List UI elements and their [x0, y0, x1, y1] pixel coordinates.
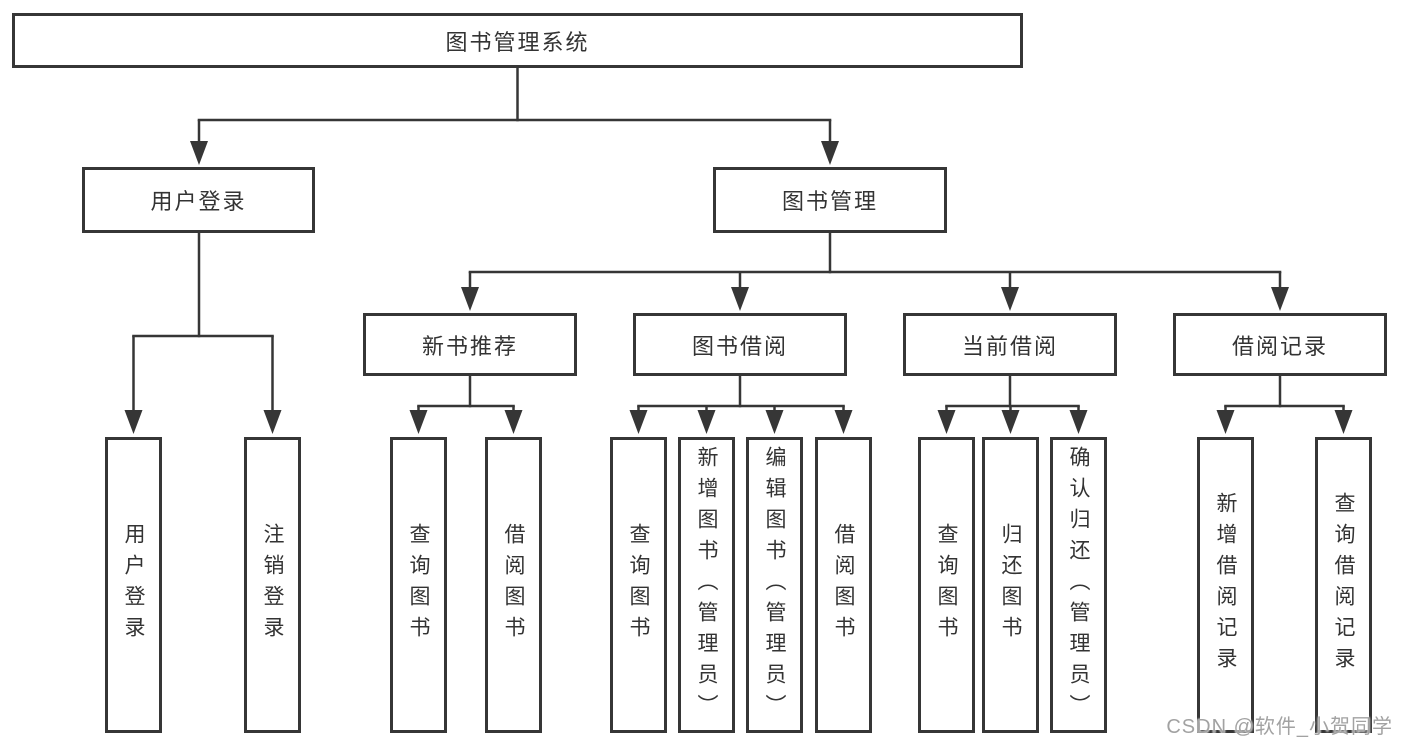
leaf-br-query-record: 查询借阅记录 [1315, 437, 1372, 733]
node-root: 图书管理系统 [12, 13, 1023, 68]
leaf-logout: 注销登录 [244, 437, 301, 733]
node-current-borrow-label: 当前借阅 [961, 333, 1058, 359]
leaf-nbr-borrow-books-label: 借阅图书 [502, 523, 525, 647]
node-book-borrow-label: 图书借阅 [691, 333, 788, 359]
node-new-book-recommend: 新书推荐 [363, 313, 577, 376]
leaf-bb-borrow-books: 借阅图书 [815, 437, 872, 733]
node-book-borrow: 图书借阅 [633, 313, 847, 376]
leaf-cb-return-books-label: 归还图书 [999, 523, 1022, 647]
leaf-br-add-record: 新增借阅记录 [1197, 437, 1254, 733]
node-user-login: 用户登录 [82, 167, 315, 233]
leaf-cb-query-books: 查询图书 [918, 437, 975, 733]
leaf-br-add-record-label: 新增借阅记录 [1214, 492, 1237, 678]
leaf-user-login-label: 用户登录 [122, 523, 145, 647]
node-book-management: 图书管理 [713, 167, 947, 233]
node-current-borrow: 当前借阅 [903, 313, 1117, 376]
leaf-bb-query-books: 查询图书 [610, 437, 667, 733]
leaf-user-login: 用户登录 [105, 437, 162, 733]
leaf-bb-borrow-books-label: 借阅图书 [832, 523, 855, 647]
leaf-nbr-query-books: 查询图书 [390, 437, 447, 733]
leaf-cb-confirm-return-admin: 确认归还（管理员） [1050, 437, 1107, 733]
leaf-bb-query-books-label: 查询图书 [627, 523, 650, 647]
leaf-cb-query-books-label: 查询图书 [935, 523, 958, 647]
leaf-cb-return-books: 归还图书 [982, 437, 1039, 733]
leaf-bb-edit-books-admin: 编辑图书（管理员） [746, 437, 803, 733]
node-book-management-label: 图书管理 [781, 189, 878, 214]
leaf-nbr-borrow-books: 借阅图书 [485, 437, 542, 733]
node-root-label: 图书管理系统 [445, 29, 590, 55]
node-new-book-recommend-label: 新书推荐 [421, 333, 518, 359]
leaf-bb-add-books-admin-label: 新增图书（管理员） [695, 445, 718, 725]
leaf-logout-label: 注销登录 [261, 523, 284, 647]
leaf-nbr-query-books-label: 查询图书 [407, 523, 430, 647]
node-user-login-label: 用户登录 [150, 189, 247, 214]
leaf-bb-add-books-admin: 新增图书（管理员） [678, 437, 735, 733]
leaf-bb-edit-books-admin-label: 编辑图书（管理员） [763, 445, 786, 725]
node-borrow-records: 借阅记录 [1173, 313, 1387, 376]
csdn-watermark: CSDN @软件_小贺同学 [1166, 716, 1393, 738]
node-borrow-records-label: 借阅记录 [1231, 333, 1328, 359]
leaf-cb-confirm-return-admin-label: 确认归还（管理员） [1067, 445, 1090, 725]
leaf-br-query-record-label: 查询借阅记录 [1332, 492, 1355, 678]
